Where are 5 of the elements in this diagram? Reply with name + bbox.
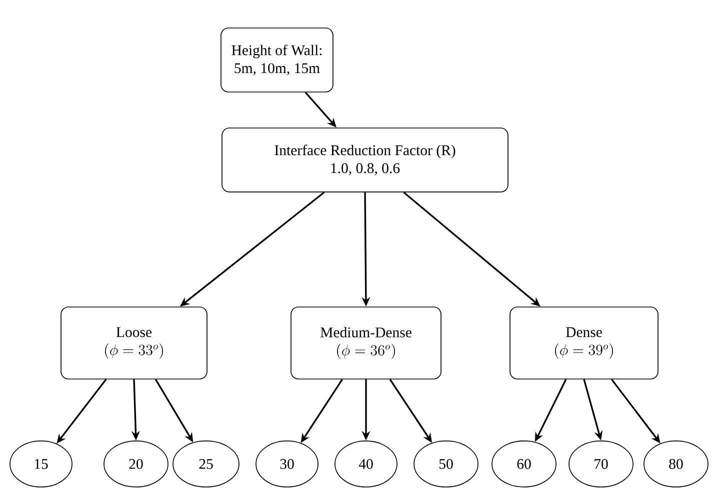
parameter-box: Loose $(\phi = 33^{o})$	[60, 306, 208, 380]
parameter-box: Dense $(\phi = 39^{o})$	[510, 306, 658, 380]
parameter-box: Interface Reduction Factor (R) 1.0, 0.8, 0.6	[222, 128, 508, 192]
parameter-box: Medium-Dense $(\phi = 36^{o})$	[290, 306, 442, 380]
parameter-box: Height of Wall: 5m, 10m, 15m	[220, 28, 334, 92]
